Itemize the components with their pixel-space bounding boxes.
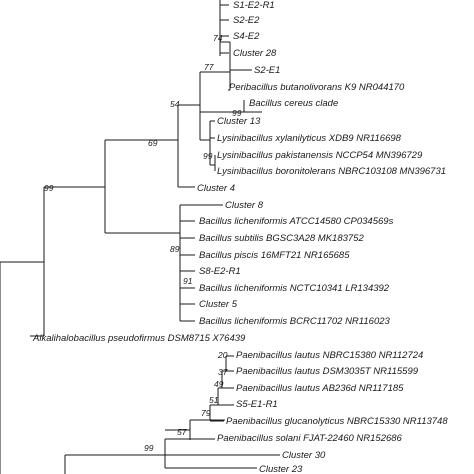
bootstrap-value: 74 (213, 33, 223, 43)
leaf-label: Bacillus licheniformis ATCC14580 CP03456… (199, 216, 394, 227)
leaf-label: Paenibacillus glucanolyticus NBRC15330 N… (226, 416, 448, 427)
bootstrap-value: 57 (177, 427, 187, 437)
leaf-label: Cluster 23 (259, 464, 303, 474)
bootstrap-value: 99 (44, 183, 54, 193)
leaf-label: Bacillus piscis 16MFT21 NR165685 (199, 250, 350, 261)
bootstrap-value: 37 (218, 367, 228, 377)
tree-branches (0, 0, 280, 474)
leaf-label: Lysinibacillus pakistanensis NCCP54 MN39… (217, 150, 423, 161)
leaf-label: Paenibacillus solani FJAT-22460 NR152686 (217, 433, 403, 444)
leaf-label: Lysinibacillus xylanilyticus XDB9 NR1166… (217, 133, 402, 144)
leaf-label: Bacillus subtilis BGSC3A28 MK183752 (199, 233, 364, 244)
bootstrap-value: 91 (183, 276, 193, 286)
leaf-label: Bacillus licheniformis NCTC10341 LR13439… (199, 283, 390, 294)
leaf-label: Cluster 5 (199, 299, 238, 310)
leaf-label: Bacillus cereus clade (249, 98, 338, 109)
leaf-label: Paenibacillus lautus DSM3035T NR115599 (236, 366, 419, 377)
bootstrap-value: 77 (204, 62, 214, 72)
leaf-label: Paenibacillus lautus NBRC15380 NR112724 (236, 350, 423, 361)
bootstrap-value: 99 (203, 151, 213, 161)
leaf-label: Cluster 8 (225, 200, 264, 211)
bootstrap-value: 69 (148, 138, 158, 148)
leaf-label: S5-E1-R1 (236, 399, 278, 410)
leaf-label: Peribacillus butanolivorans K9 NR044170 (229, 82, 405, 93)
bootstrap-value: 89 (170, 244, 180, 254)
bootstrap-value: 20 (217, 350, 228, 360)
leaf-label: S2-E1 (254, 65, 280, 76)
bootstrap-value: 49 (214, 379, 224, 389)
leaf-label: Lysinibacillus boronitolerans NBRC103108… (217, 166, 446, 177)
leaf-label: Alkalihalobacillus pseudofirmus DSM8715 … (32, 333, 246, 344)
leaf-label: S2-E2 (233, 15, 260, 26)
leaf-label: Paenibacillus lautus AB236d NR117185 (236, 383, 404, 394)
bootstrap-value: 51 (209, 395, 219, 405)
leaf-label: Cluster 28 (233, 48, 277, 59)
leaf-label: S4-E2 (233, 31, 260, 42)
leaf-label: Cluster 30 (282, 450, 326, 461)
leaf-label: S1-E2-R1 (233, 0, 275, 11)
bootstrap-value: 99 (232, 108, 242, 118)
leaf-label: Cluster 4 (197, 183, 235, 194)
leaf-label: Cluster 13 (217, 116, 261, 127)
leaf-label: Bacillus licheniformis BCRC11702 NR11602… (199, 316, 391, 327)
bootstrap-value: 54 (170, 99, 180, 109)
leaf-label: S8-E2-R1 (199, 266, 241, 277)
bootstrap-value: 79 (201, 408, 211, 418)
bootstrap-value: 99 (144, 443, 154, 453)
